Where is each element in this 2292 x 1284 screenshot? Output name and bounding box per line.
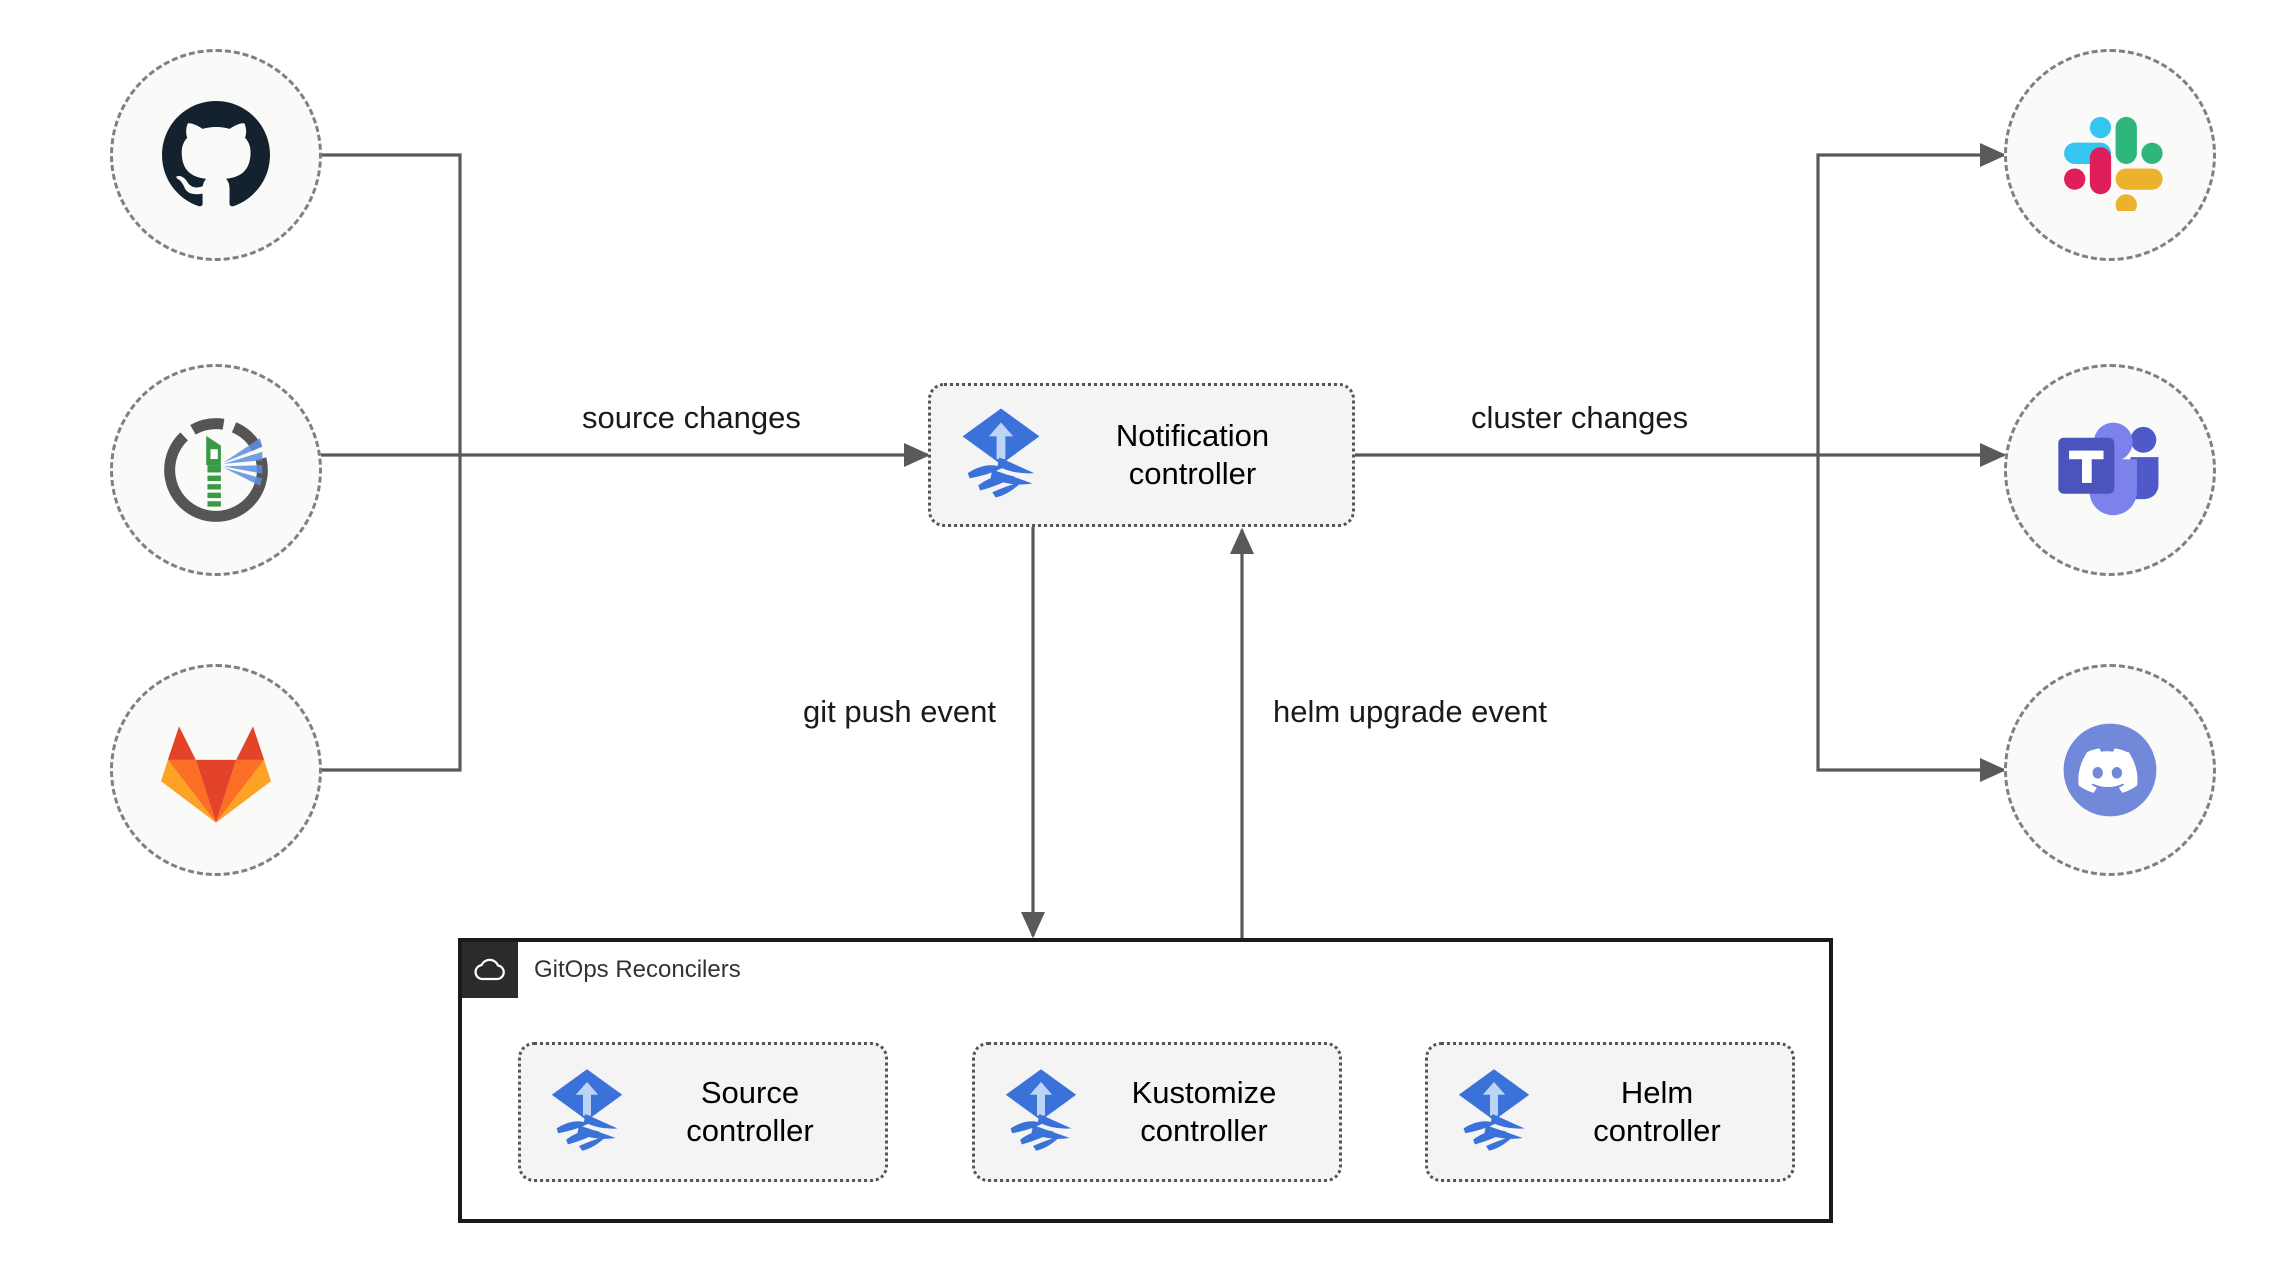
kustomize-controller-label: Kustomize controller [1131,1074,1277,1148]
edge-label-source-changes: source changes [574,400,809,436]
slack-icon [2064,116,2163,211]
edge-sources-bus [318,153,462,772]
gitlab-icon [161,726,271,823]
edge-cluster-changes-discord [1816,455,2007,782]
edge-label-cluster-changes: cluster changes [1463,400,1697,436]
cloud-icon [462,942,518,998]
source-node-flux[interactable] [110,364,322,576]
target-node-slack[interactable] [2004,49,2216,261]
edge-label-git-push-event: git push event [795,694,1005,730]
source-node-github[interactable] [110,49,322,261]
flux-logo-icon [1454,1066,1534,1159]
github-icon [162,101,270,207]
source-controller-box[interactable]: Source controller [518,1042,888,1182]
notification-controller-label: Notification controller [1115,417,1270,491]
helm-controller-label: Helm controller [1593,1074,1721,1148]
source-controller-label: Source controller [686,1074,814,1148]
flux-logo-icon [547,1066,627,1159]
edge-label-helm-upgrade-event: helm upgrade event [1265,694,1556,730]
flux-logo-icon [1001,1066,1081,1159]
edge-cluster-changes-slack [1816,143,2007,455]
target-node-discord[interactable] [2004,664,2216,876]
discord-icon [2063,723,2157,817]
container-title: GitOps Reconcilers [534,956,741,983]
kustomize-controller-box[interactable]: Kustomize controller [972,1042,1342,1182]
source-node-gitlab[interactable] [110,664,322,876]
flux-logo-icon [957,405,1045,506]
container-header: GitOps Reconcilers [462,942,741,998]
microsoft-teams-icon [2058,422,2159,516]
flux-lighthouse-icon [164,418,268,522]
gitops-reconcilers-container: GitOps Reconcilers Source controller [458,938,1833,1223]
helm-controller-box[interactable]: Helm controller [1425,1042,1795,1182]
target-node-teams[interactable] [2004,364,2216,576]
notification-controller-box[interactable]: Notification controller [928,383,1355,527]
